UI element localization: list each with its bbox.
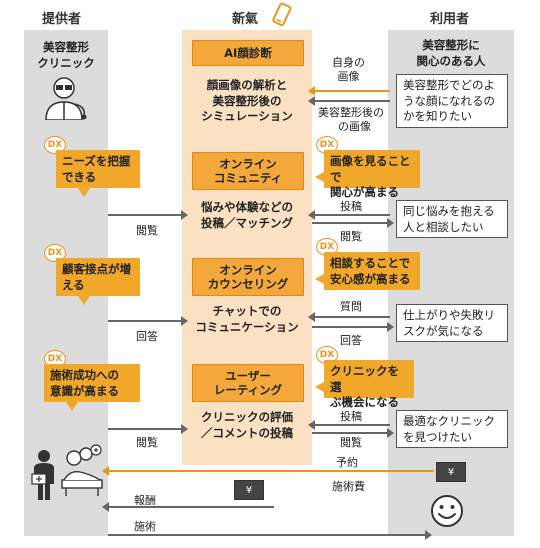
callout-success-awareness: 施術成功への 意識が高まる — [44, 364, 140, 411]
label-browse: 閲覧 — [340, 230, 362, 243]
label-after-image: 美容整形後の の画像 — [318, 106, 384, 134]
arrow-browse-rating — [108, 424, 188, 434]
arrow-browse-rating-user — [312, 428, 394, 438]
smartphone-icon — [272, 2, 292, 27]
callout-understand-needs: ニーズを把握 できる — [56, 150, 140, 197]
label-post: 投稿 — [340, 410, 362, 423]
provider-title: 美容整形 クリニック — [37, 40, 95, 70]
label-question: 質問 — [340, 300, 362, 313]
label-browse: 閲覧 — [340, 436, 362, 449]
service-community-description: 悩みや体験などの 投稿／マッチング — [201, 200, 293, 230]
arrow-post-rating — [308, 420, 390, 430]
service-ai-description: 顔画像の解析と 美容整形後の シミュレーション — [201, 78, 293, 124]
label-answer: 回答 — [136, 330, 158, 343]
arrow-reward — [102, 502, 274, 512]
label-treatment-fee: 施術費 — [332, 480, 365, 493]
dx-badge: DX — [44, 136, 66, 154]
arrow-browse-user — [312, 218, 394, 228]
arrow-question — [308, 312, 390, 322]
header-provider: 提供者 — [42, 12, 82, 27]
label-answer: 回答 — [340, 334, 362, 347]
header-user: 利用者 — [430, 12, 470, 27]
arrow-own-image — [308, 86, 390, 96]
label-own-image: 自身の 画像 — [332, 56, 365, 84]
arrow-reservation — [102, 466, 434, 476]
user-title: 美容整形に 関心のある人 — [416, 38, 486, 68]
clinic-treatment-icon — [31, 444, 103, 500]
arrow-post — [308, 210, 390, 220]
label-post: 投稿 — [340, 200, 362, 213]
label-treatment: 施術 — [134, 520, 156, 533]
yen-icon: ¥ — [234, 480, 264, 500]
dx-badge: DX — [44, 350, 66, 368]
callout-more-touchpoints: 顧客接点が増 える — [56, 258, 140, 305]
service-user-rating: ユーザーレーティング — [192, 364, 304, 402]
arrow-treatment — [108, 530, 432, 540]
doctor-icon — [45, 77, 87, 120]
arrow-answer-user — [312, 322, 394, 332]
yen-icon: ¥ — [436, 462, 466, 482]
user-need-consult-peers: 同じ悩みを抱える 人と相談したい — [396, 200, 508, 238]
service-ai-face-diagnosis: AI顔診断 — [192, 40, 304, 66]
callout-chance-to-choose: クリニックを選 ぶ機会になる — [315, 360, 414, 409]
service-counseling-description: チャットでの コミュニケーション — [195, 304, 299, 334]
dx-badge: DX — [44, 244, 66, 262]
header-new: 新氣 — [232, 12, 259, 27]
user-need-face-preview: 美容整形でどのよ うな顔になれるの かを知りたい — [396, 74, 508, 128]
user-need-worry-risk: 仕上がりや失敗リ スクが気になる — [396, 304, 508, 342]
callout-reassurance-increases: 相談することで 安心感が高まる — [315, 252, 420, 290]
user-need-find-clinic: 最適なクリニック を見つけたい — [396, 410, 508, 448]
arrow-browse-community — [108, 210, 188, 220]
arrow-answer — [108, 316, 188, 326]
label-reservation: 予約 — [336, 456, 358, 469]
service-online-community: オンラインコミュニティ — [192, 152, 304, 190]
service-online-counseling: オンラインカウンセリング — [192, 258, 304, 296]
smiley-face-icon — [431, 495, 463, 527]
label-reward: 報酬 — [134, 494, 156, 507]
service-rating-description: クリニックの評価 ／コメントの投稿 — [201, 410, 293, 440]
arrow-after-image — [308, 96, 390, 106]
label-browse: 閲覧 — [136, 436, 158, 449]
label-browse: 閲覧 — [136, 224, 158, 237]
callout-interest-increases: 画像を見ることで 関心が高まる — [315, 150, 420, 199]
